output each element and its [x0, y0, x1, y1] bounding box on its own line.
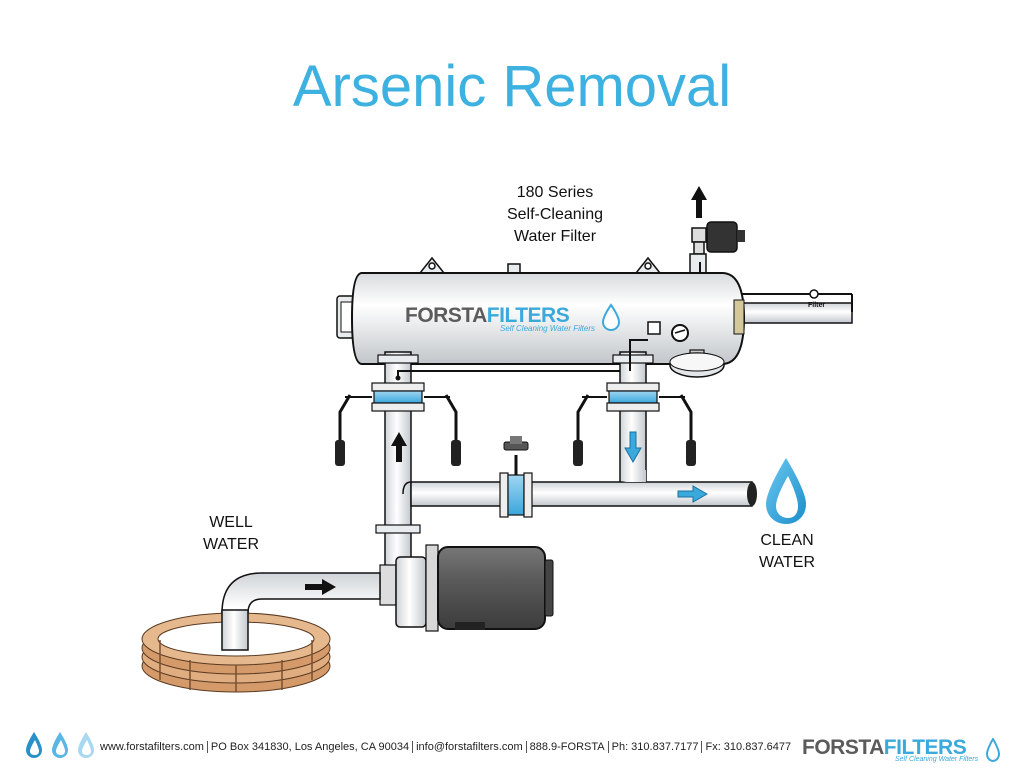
footer-phone-vanity: 888.9-FORSTA: [525, 741, 608, 753]
lower-flange: [375, 524, 421, 534]
tank-logo-drop-icon: [601, 303, 621, 332]
footer-logo-drop-icon: [986, 738, 1000, 762]
tank-brand-tagline: Self Cleaning Water Filters: [500, 324, 595, 333]
footer-email-link[interactable]: info@forstafilters.com: [412, 741, 526, 753]
product-label: 180 Series Self-Cleaning Water Filter: [507, 184, 603, 245]
footer-brand-part1: FORSTA: [802, 736, 884, 759]
slide-title: Arsenic Removal: [292, 54, 732, 119]
clean-water-line1: CLEAN: [760, 532, 813, 549]
footer-contact-info: www.forstafilters.com PO Box 341830, Los…: [100, 741, 794, 753]
footer-fax: Fx: 310.837.6477: [701, 741, 794, 753]
up-flow-arrow-icon: [391, 432, 407, 462]
clean-water-line2: WATER: [759, 554, 815, 571]
footer-brand-name: FORSTAFILTERS: [802, 736, 967, 760]
vent-arrow-icon: [691, 186, 707, 218]
well-water-line1: WELL: [209, 514, 253, 531]
backwash-valve: [669, 349, 725, 378]
clean-water-output: CLEAN WATER: [759, 458, 815, 571]
outlet-butterfly-valve: [573, 382, 696, 466]
well-water-line2: WATER: [203, 536, 259, 553]
well-coil: [141, 609, 331, 693]
product-label-line2: Self-Cleaning: [507, 206, 603, 223]
pump-motor: [379, 544, 554, 632]
tank-lugs: [418, 253, 707, 275]
down-flow-arrow-icon: [624, 431, 642, 464]
tank-brand-part2: FILTERS: [487, 304, 570, 327]
tank-brand-part1: FORSTA: [405, 304, 487, 327]
right-flow-arrow-icon: [677, 485, 709, 503]
slide-footer: www.forstafilters.com PO Box 341830, Los…: [0, 726, 1024, 768]
footer-brand-logo: FORSTAFILTERS Self Cleaning Water Filter…: [802, 736, 1002, 768]
flush-pipe: Filter: [699, 262, 853, 324]
product-label-line1: 180 Series: [517, 184, 594, 201]
inlet-butterfly-valve: [335, 382, 461, 466]
outlet-riser-pipe: [612, 339, 654, 488]
product-label-line3: Water Filter: [514, 228, 597, 245]
footer-drops-icon: [26, 732, 94, 758]
footer-website-link[interactable]: www.forstafilters.com: [100, 741, 204, 753]
footer-brand-tagline: Self Cleaning Water Filters: [895, 756, 979, 763]
outlet-horizontal-pipe: [402, 470, 757, 507]
footer-address: PO Box 341830, Los Angeles, CA 90034: [206, 741, 412, 753]
intake-flow-arrow-icon: [305, 579, 336, 595]
filter-tank: [336, 272, 746, 365]
footer-phone: Ph: 310.837.7177: [607, 741, 702, 753]
bypass-valve: [499, 436, 533, 518]
air-release-valve: [691, 186, 745, 255]
footer-brand-part2: FILTERS: [883, 736, 967, 759]
svg-text:FORSTAFILTERS: FORSTAFILTERS: [405, 304, 570, 327]
flush-pipe-label: Filter: [808, 302, 825, 309]
tank-brand-logo: FORSTAFILTERS Self Cleaning Water Filter…: [405, 303, 621, 333]
well-water-label: WELL WATER: [203, 514, 259, 553]
